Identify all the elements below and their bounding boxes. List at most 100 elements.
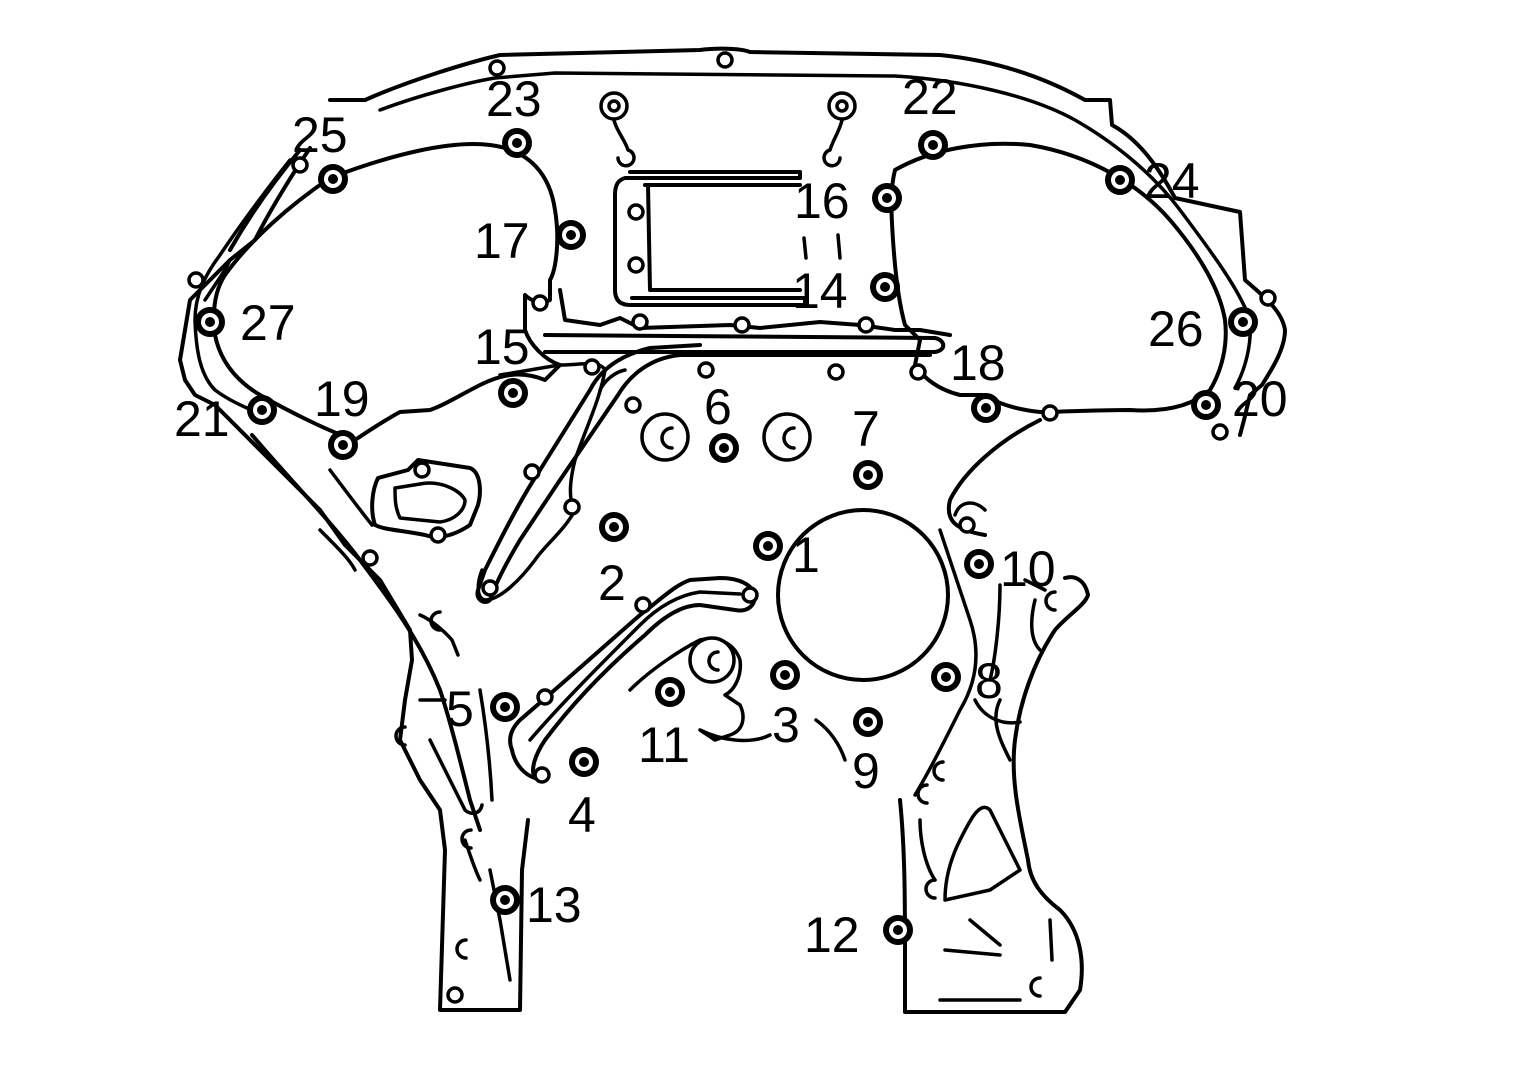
small-hole (429, 526, 447, 544)
small-hole (697, 361, 715, 379)
small-hole (958, 516, 976, 534)
right-cam-opening (889, 141, 1228, 414)
small-hole (627, 256, 645, 274)
bolt-2 (599, 512, 629, 542)
upper-window (613, 170, 842, 307)
small-hole (583, 358, 601, 376)
label-bolt-24: 24 (1144, 153, 1200, 209)
label-bolt-2: 2 (598, 555, 626, 611)
bolt-23 (502, 128, 532, 158)
label-bolt-17: 17 (474, 213, 530, 269)
small-hole (909, 363, 927, 381)
bolt-12 (883, 915, 913, 945)
bolt-25 (318, 164, 348, 194)
bolt-5 (490, 692, 520, 722)
bolt-24 (1105, 165, 1135, 195)
small-hole (631, 313, 649, 331)
label-bolt-8: 8 (975, 653, 1003, 709)
bolt-20 (1191, 390, 1221, 420)
label-bolt-20: 20 (1232, 371, 1288, 427)
label-bolt-9: 9 (852, 743, 880, 799)
label-bolt-23: 23 (486, 71, 542, 127)
small-hole (488, 59, 506, 77)
bolt-22 (918, 130, 948, 160)
label-bolt-7: 7 (852, 401, 880, 457)
label-bolt-12: 12 (804, 907, 860, 963)
bolt-17 (556, 220, 586, 250)
small-hole (627, 203, 645, 221)
label-bolt-18: 18 (950, 335, 1006, 391)
bolt-15 (498, 378, 528, 408)
small-hole (741, 586, 759, 604)
oil-seal-bosses (640, 412, 812, 684)
bolt-18 (971, 393, 1001, 423)
bolt-3 (770, 660, 800, 690)
bolt-number-labels: 1 2 3 4 5 6 7 8 9 10 11 12 13 14 15 16 1… (174, 69, 1288, 963)
bolt-26 (1228, 307, 1258, 337)
small-hole (733, 316, 751, 334)
small-hole (857, 316, 875, 334)
label-bolt-15: 15 (474, 319, 530, 375)
small-hole (291, 156, 309, 174)
label-bolt-14: 14 (792, 263, 848, 319)
small-hole (481, 579, 499, 597)
label-bolt-21: 21 (174, 391, 230, 447)
bolt-10 (964, 549, 994, 579)
crankshaft-opening (776, 508, 950, 682)
small-hole (716, 51, 734, 69)
label-bolt-26: 26 (1148, 301, 1204, 357)
small-hole (523, 463, 541, 481)
inner-gasket-lines (193, 71, 1253, 422)
bolt-1 (753, 531, 783, 561)
small-holes (187, 51, 1277, 1004)
small-hole (1211, 423, 1229, 441)
label-bolt-1: 1 (792, 527, 820, 583)
label-bolt-27: 27 (240, 295, 296, 351)
small-hole (413, 461, 431, 479)
bolt-14 (870, 272, 900, 302)
label-bolt-16: 16 (794, 173, 850, 229)
small-hole (624, 396, 642, 414)
small-hole (446, 986, 464, 1004)
label-bolt-5: 5 (446, 681, 474, 737)
center-channel (543, 333, 946, 354)
small-hole (533, 766, 551, 784)
small-hole (531, 294, 549, 312)
bolt-11 (655, 677, 685, 707)
label-bolt-25: 25 (292, 107, 348, 163)
bolt-27 (195, 307, 225, 337)
small-hole (187, 271, 205, 289)
cover-outline (178, 46, 1287, 1014)
small-hole (536, 688, 554, 706)
small-hole (361, 549, 379, 567)
small-hole (634, 596, 652, 614)
lower-contours (318, 368, 1054, 1002)
small-hole (563, 498, 581, 516)
label-bolt-3: 3 (772, 697, 800, 753)
bolt-4 (569, 747, 599, 777)
label-bolt-13: 13 (526, 877, 582, 933)
bolt-21 (247, 395, 277, 425)
label-bolt-22: 22 (902, 69, 958, 125)
bolt-9 (853, 707, 883, 737)
label-bolt-19: 19 (314, 371, 370, 427)
bolt-6 (709, 433, 739, 463)
small-hole (1259, 289, 1277, 307)
center-arc-rib (475, 343, 932, 604)
small-hole (1041, 404, 1059, 422)
label-bolt-4: 4 (568, 787, 596, 843)
label-bolt-10: 10 (1000, 541, 1056, 597)
label-bolt-11: 11 (638, 717, 690, 773)
small-hole (827, 363, 845, 381)
left-vertical-rib (476, 362, 607, 602)
bolt-7 (853, 460, 883, 490)
clip-markings (394, 590, 1057, 998)
bolt-16 (872, 183, 902, 213)
upper-studs (599, 91, 857, 168)
bolt-13 (490, 885, 520, 915)
label-bolt-6: 6 (704, 379, 732, 435)
bolt-markers (195, 128, 1258, 945)
bolt-19 (328, 430, 358, 460)
